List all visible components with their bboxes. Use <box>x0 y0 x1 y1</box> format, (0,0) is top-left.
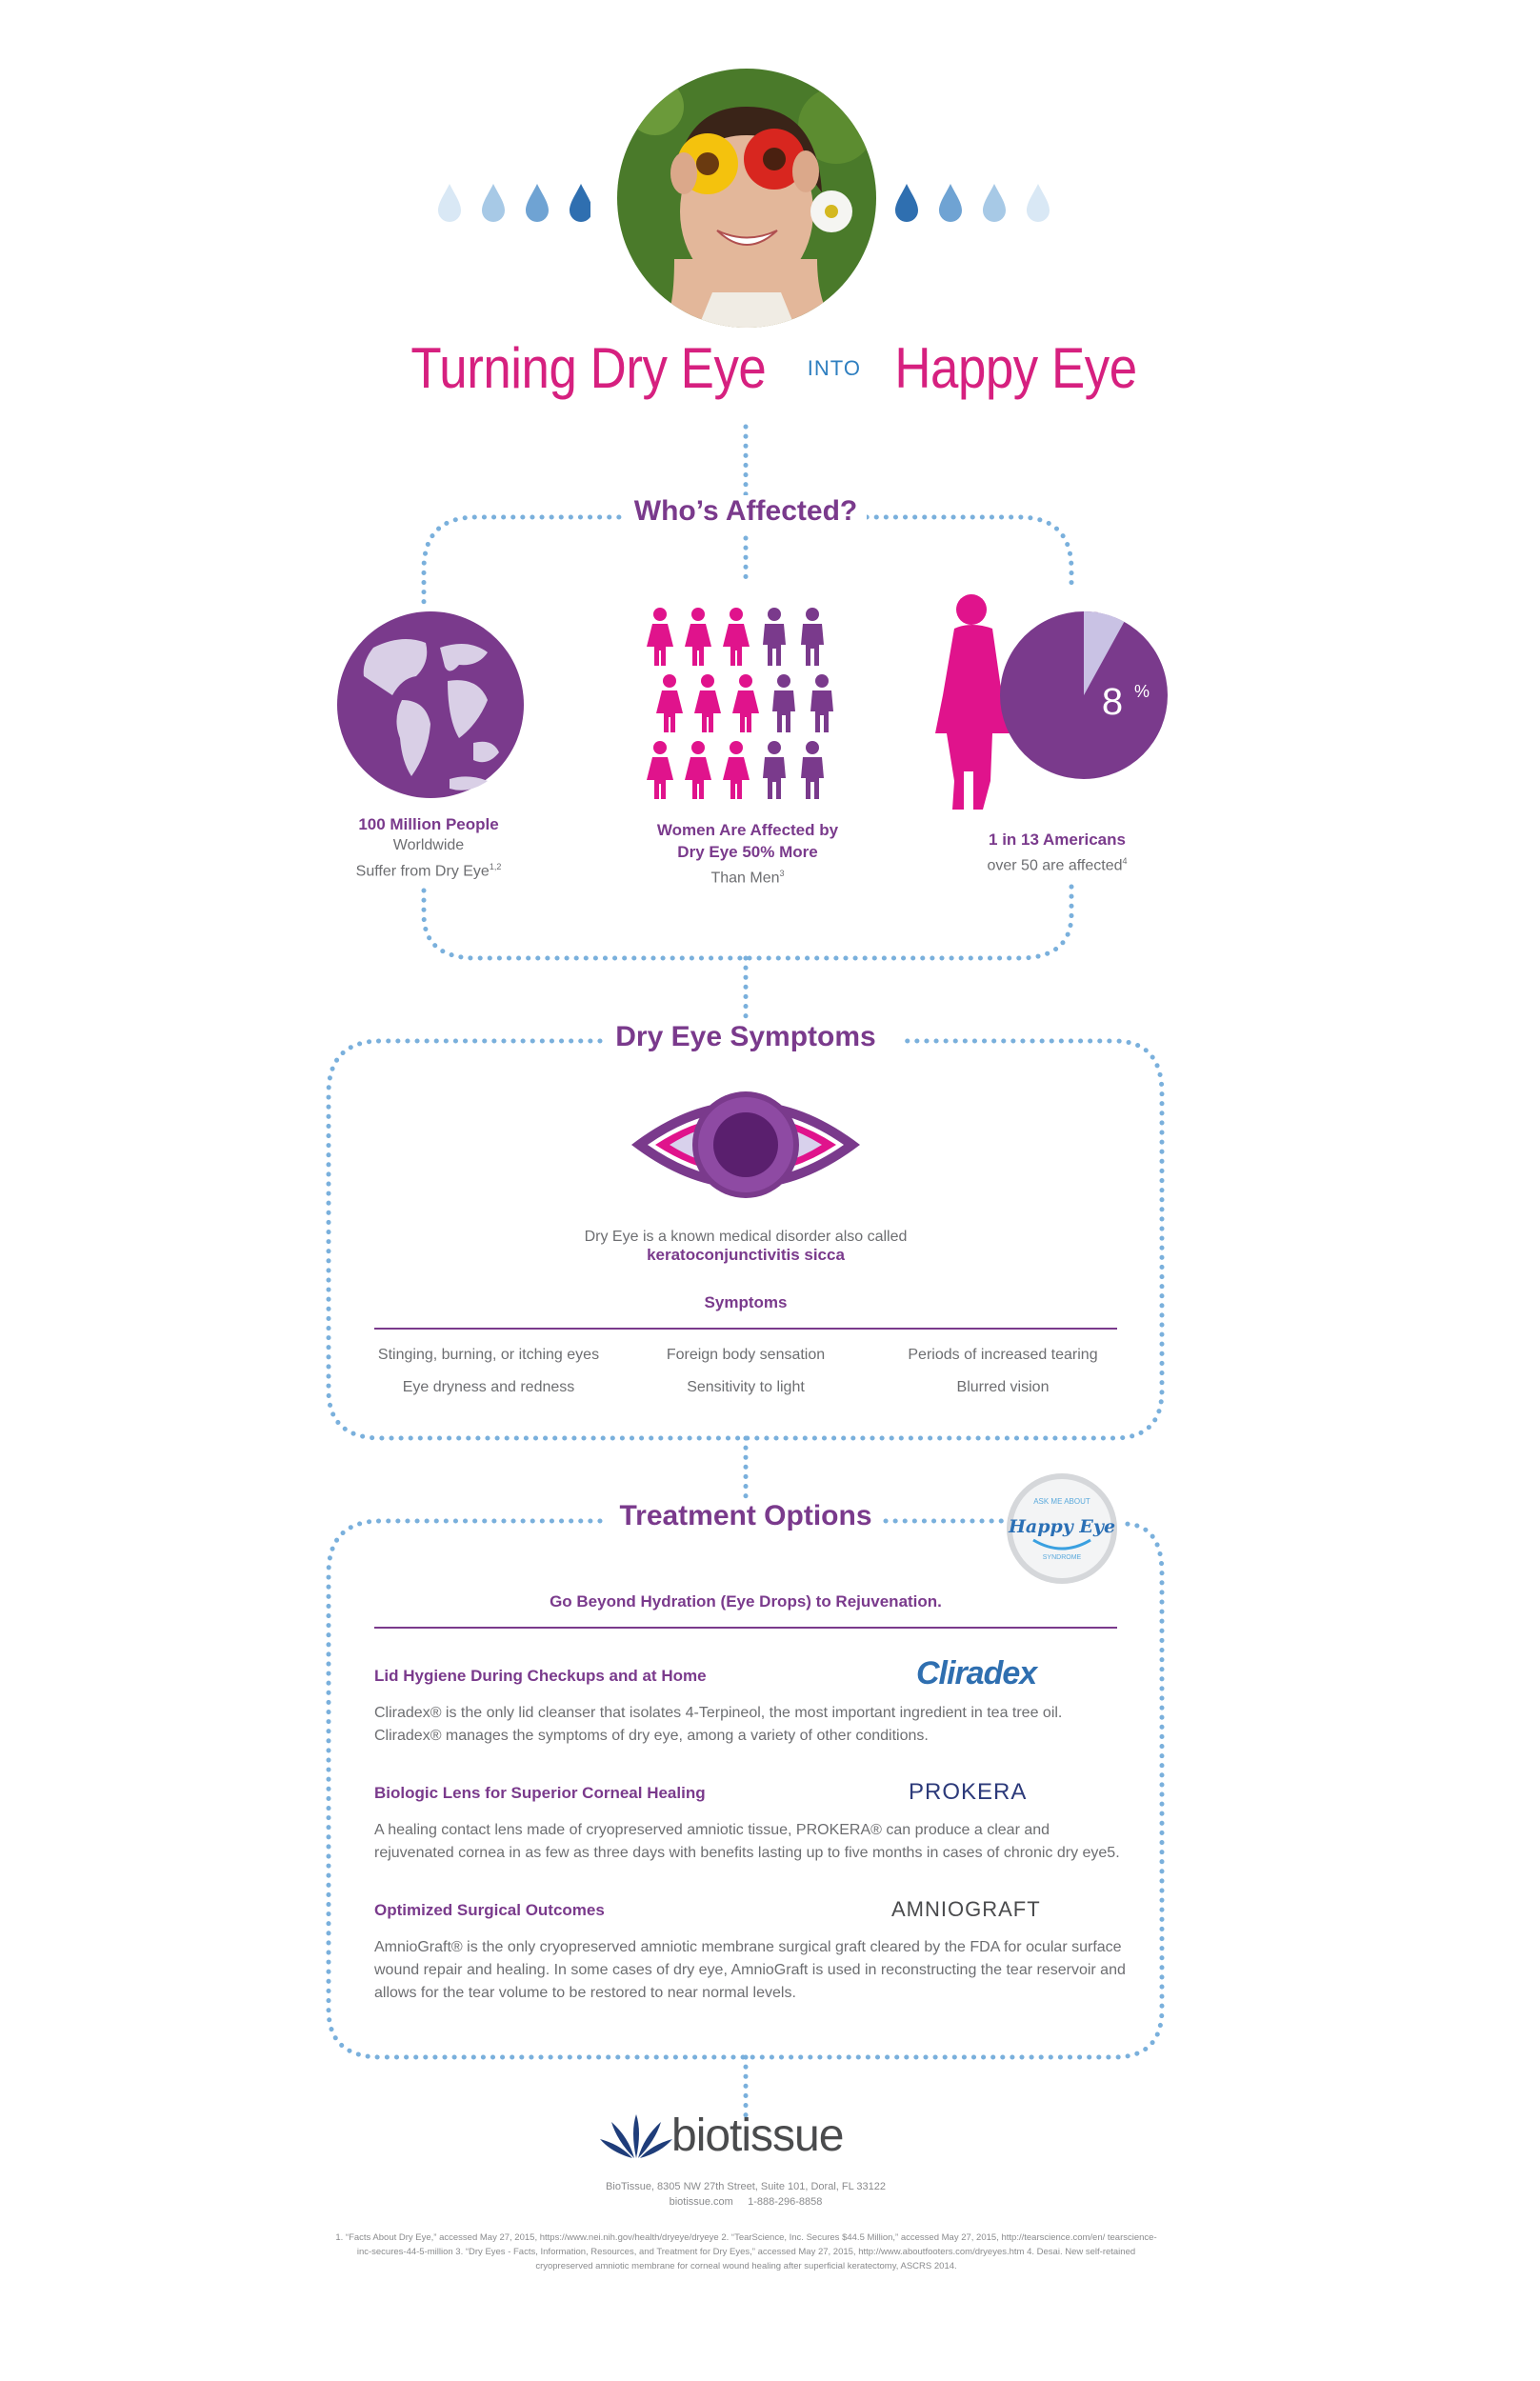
biotissue-leaf-icon <box>600 2114 672 2158</box>
title-dry-eye: Turning Dry Eye <box>410 336 766 400</box>
pie-value-label: 8 <box>1102 681 1123 723</box>
man-icon <box>772 674 795 732</box>
symptom-item: Stinging, burning, or itching eyes <box>377 1347 600 1363</box>
stat-women: Women Are Affected by Dry Eye 50% More T… <box>629 819 867 889</box>
man-icon <box>801 608 824 666</box>
globe-icon <box>337 611 524 798</box>
symptoms-heading-wrap: Dry Eye Symptoms <box>555 1021 936 1053</box>
biotissue-logo-text: biotissue <box>671 2111 844 2161</box>
water-drops-left <box>438 184 590 222</box>
option-heading-lid-hygiene: Lid Hygiene During Checkups and at Home <box>374 1667 707 1685</box>
footer-references: 1. “Facts About Dry Eye,” accessed May 2… <box>335 2232 1157 2271</box>
symptoms-heading: Symptoms <box>704 1293 788 1311</box>
option-body-surgical: AmnioGraft® is the only cryopreserved am… <box>374 1939 1126 2001</box>
man-icon <box>801 741 824 799</box>
stat-worldwide-bold: 100 Million People <box>358 815 499 833</box>
woman-icon <box>656 674 683 732</box>
symptoms-subheading: Symptoms <box>555 1293 936 1312</box>
footer-address: BioTissue, 8305 NW 27th Street, Suite 10… <box>606 2181 886 2192</box>
stat-women-line3: Than Men <box>710 870 780 887</box>
woman-icon <box>647 741 673 799</box>
hero-photo-woman-with-flowers <box>617 69 876 328</box>
cliradex-logo: Cliradex <box>916 1655 1037 1691</box>
symptoms-intro-text: Dry Eye is a known medical disorder also… <box>584 1229 908 1245</box>
woman-icon <box>732 674 759 732</box>
symptoms-intro: Dry Eye is a known medical disorder also… <box>460 1229 1031 1265</box>
whos-affected-title: Who’s Affected? <box>624 495 868 527</box>
treatment-subtitle: Go Beyond Hydration (Eye Drops) to Rejuv… <box>550 1592 942 1611</box>
man-icon <box>763 741 786 799</box>
treatment-divider <box>374 1627 1117 1629</box>
stat-americans-line2: over 50 are affected <box>987 857 1123 874</box>
stat-americans: 1 in 13 Americans over 50 are affected4 <box>943 829 1171 876</box>
stat-worldwide-line2: Worldwide <box>392 837 465 853</box>
symptoms-divider <box>374 1328 1117 1330</box>
woman-icon <box>723 741 750 799</box>
eight-percent-pie: 8 % <box>1000 611 1168 779</box>
badge-bottom-text: SYNDROME <box>1043 1554 1082 1561</box>
stat-women-bold: Women Are Affected by <box>656 821 839 839</box>
option-body-lid-hygiene: Cliradex® is the only lid cleanser that … <box>374 1705 1063 1744</box>
treatment-title: Treatment Options <box>610 1500 882 1531</box>
option-heading-surgical: Optimized Surgical Outcomes <box>374 1901 605 1919</box>
symptom-item: Periods of increased tearing <box>908 1347 1098 1363</box>
woman-icon <box>685 608 711 666</box>
title-happy-eye: Happy Eye <box>894 336 1138 400</box>
eye-icon <box>631 1091 860 1198</box>
symptoms-term: keratoconjunctivitis sicca <box>647 1246 845 1264</box>
symptom-item: Blurred vision <box>956 1379 1050 1395</box>
symptom-item: Foreign body sensation <box>666 1347 826 1363</box>
stat-worldwide: 100 Million People Worldwide Suffer from… <box>314 813 543 882</box>
woman-icon <box>723 608 750 666</box>
treatment-heading-wrap: Treatment Options <box>555 1500 936 1532</box>
badge-main-text: Happy Eye <box>1008 1516 1115 1537</box>
symptom-item: Eye dryness and redness <box>402 1379 575 1395</box>
man-icon <box>763 608 786 666</box>
women-and-men-icon-grid <box>647 608 833 799</box>
option-heading-biologic-lens: Biologic Lens for Superior Corneal Heali… <box>374 1784 706 1802</box>
badge-top-text: ASK ME ABOUT <box>1033 1497 1090 1506</box>
prokera-logo: PROKERA <box>909 1779 1028 1805</box>
woman-icon <box>694 674 721 732</box>
stat-women-ref: 3 <box>779 869 785 878</box>
symptom-item: Sensitivity to light <box>687 1379 805 1395</box>
woman-icon <box>685 741 711 799</box>
symptoms-title: Dry Eye Symptoms <box>606 1021 886 1052</box>
stat-women-bold2: Dry Eye 50% More <box>677 843 818 861</box>
amniograft-logo: AMNIOGRAFT <box>891 1897 1041 1921</box>
page-title: Turning Dry Eye INTO Happy Eye <box>0 335 1540 401</box>
footer-contact: biotissue.com 1-888-296-8858 <box>669 2196 823 2208</box>
woman-icon <box>647 608 673 666</box>
man-icon <box>810 674 833 732</box>
option-body-biologic-lens: A healing contact lens made of cryoprese… <box>374 1822 1120 1861</box>
stat-americans-bold: 1 in 13 Americans <box>989 830 1126 849</box>
whos-affected-heading-wrap: Who’s Affected? <box>555 495 936 528</box>
water-drops-right <box>895 184 1050 222</box>
title-connector: INTO <box>807 355 861 380</box>
stat-americans-ref: 4 <box>1122 856 1128 866</box>
treatment-subtitle-wrap: Go Beyond Hydration (Eye Drops) to Rejuv… <box>412 1592 1079 1611</box>
stat-worldwide-line3: Suffer from Dry Eye <box>355 863 490 880</box>
happy-eye-syndrome-badge: ASK ME ABOUT Happy Eye SYNDROME <box>1007 1473 1117 1584</box>
stat-worldwide-ref: 1,2 <box>489 862 502 871</box>
pie-unit-label: % <box>1134 682 1150 701</box>
